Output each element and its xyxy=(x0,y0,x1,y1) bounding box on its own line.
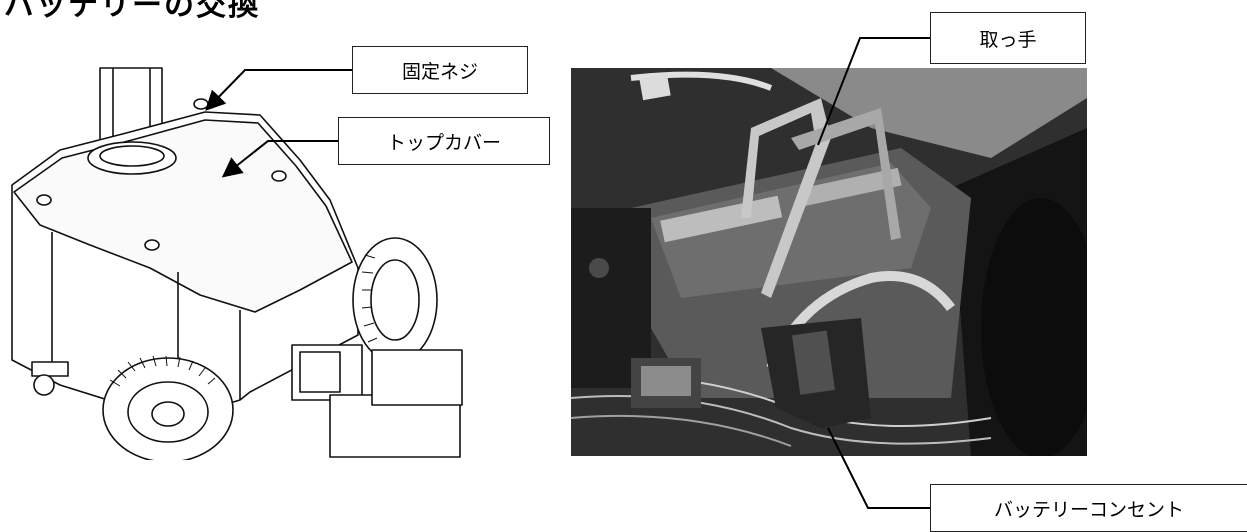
unit-line-drawing xyxy=(11,67,463,460)
section-heading: バッテリーの交換 xyxy=(4,0,260,23)
callout-handle: 取っ手 xyxy=(930,12,1086,64)
battery-photo-image xyxy=(571,68,1087,456)
callout-fixing-screw: 固定ネジ xyxy=(352,46,528,94)
callout-top-cover: トップカバー xyxy=(338,117,550,165)
battery-compartment-photo xyxy=(571,68,1087,456)
callout-battery-outlet: バッテリーコンセント xyxy=(930,484,1247,532)
